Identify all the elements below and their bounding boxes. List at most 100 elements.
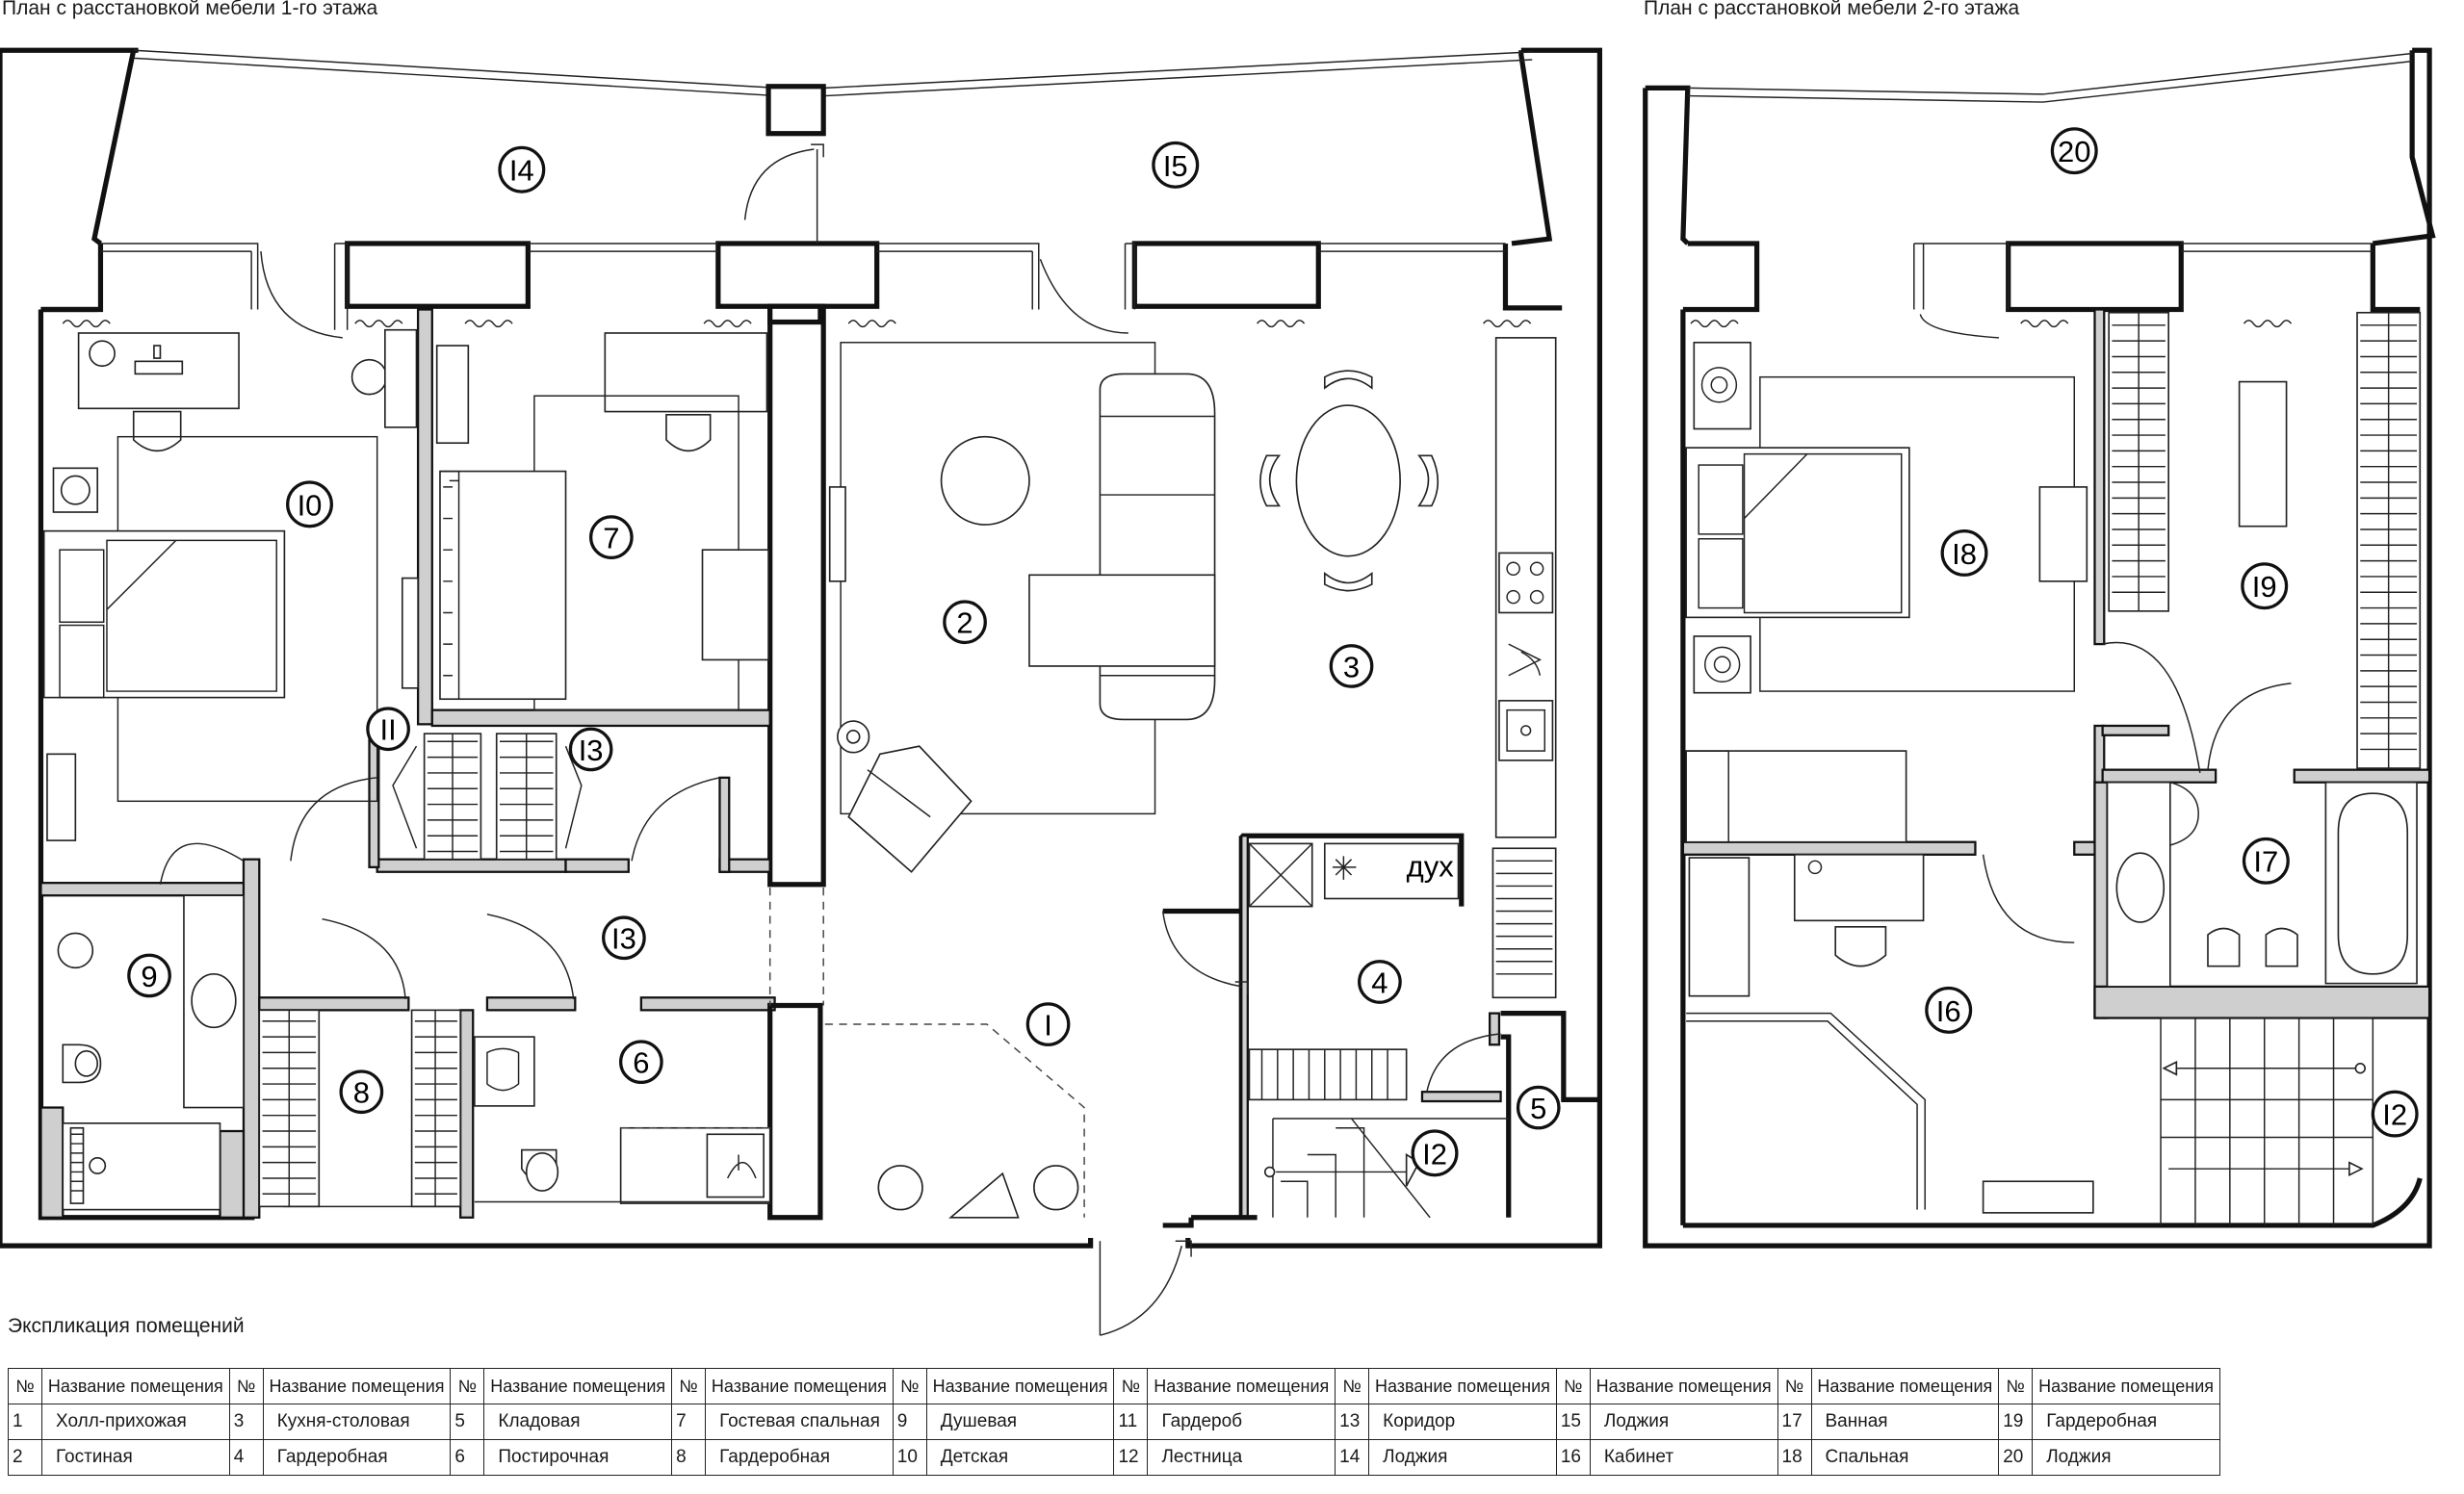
room-marker-13a: I3: [568, 727, 613, 772]
svg-text:7: 7: [603, 522, 619, 555]
svg-text:8: 8: [353, 1076, 370, 1110]
room-marker-7: 7: [589, 515, 634, 559]
room-marker-19: I9: [2241, 562, 2289, 610]
legend-row: 1 Холл-прихожая 3 Кухня-столовая 5 Кладо…: [8, 1404, 2220, 1440]
legend-header-name: Название помещения: [262, 1368, 452, 1404]
svg-text:I8: I8: [1952, 537, 1977, 571]
svg-text:9: 9: [141, 960, 157, 993]
room-name: Ванная: [1810, 1404, 2000, 1440]
room-marker-5: 5: [1516, 1085, 1561, 1130]
room-number: 9: [892, 1404, 927, 1440]
room-number: 5: [450, 1404, 485, 1440]
room-legend-table: № Название помещения № Название помещени…: [8, 1368, 2220, 1476]
room-marker-8: 8: [339, 1069, 384, 1115]
svg-text:2: 2: [956, 606, 973, 640]
legend-header-name: Название помещения: [2032, 1368, 2220, 1404]
legend-header-number: №: [1335, 1368, 1370, 1404]
room-marker-12-floor2: I2: [2371, 1090, 2419, 1138]
svg-text:I4: I4: [509, 154, 534, 188]
room-marker-12-floor1: I2: [1411, 1129, 1459, 1177]
room-name: Гостевая спальная: [705, 1404, 894, 1440]
legend-header-number: №: [8, 1368, 42, 1404]
legend-header-number: №: [1777, 1368, 1812, 1404]
room-name: Душевая: [925, 1404, 1115, 1440]
floor2-plan: [1643, 47, 2436, 1249]
room-marker-9: 9: [127, 953, 171, 998]
room-marker-15: I5: [1152, 141, 1200, 189]
legend-header-name: Название помещения: [1147, 1368, 1336, 1404]
svg-text:5: 5: [1530, 1092, 1546, 1125]
room-marker-2: 2: [943, 600, 987, 645]
room-name: Гардеробная: [705, 1439, 894, 1476]
room-number: 11: [1113, 1404, 1149, 1440]
room-number: 3: [228, 1404, 264, 1440]
room-name: Лоджия: [2032, 1439, 2220, 1476]
room-name: Гардеробная: [2032, 1404, 2220, 1440]
legend-row: 2 Гостиная 4 Гардеробная 6 Постирочная 8…: [8, 1439, 2220, 1476]
room-name: Гардеробная: [262, 1439, 452, 1476]
legend-header-name: Название помещения: [1810, 1368, 2000, 1404]
svg-text:I: I: [1044, 1008, 1052, 1042]
room-marker-17: I7: [2242, 837, 2290, 885]
room-name: Детская: [925, 1439, 1115, 1476]
explication-title: Экспликация помещений: [8, 1315, 245, 1337]
svg-text:3: 3: [1343, 650, 1360, 683]
room-marker-3: 3: [1329, 644, 1374, 688]
legend-header-number: №: [892, 1368, 927, 1404]
room-name: Лестница: [1147, 1439, 1336, 1476]
svg-text:I2: I2: [2382, 1097, 2407, 1131]
floor2-title: План с расстановкой мебели 2-го этажа: [1644, 0, 2020, 19]
svg-text:I3: I3: [611, 922, 636, 956]
room-marker-1: I: [1025, 1002, 1071, 1046]
room-marker-20: 20: [2050, 127, 2098, 175]
room-marker-6: 6: [619, 1040, 663, 1085]
svg-text:I0: I0: [298, 488, 323, 522]
svg-text:I5: I5: [1163, 149, 1188, 183]
room-number: 1: [8, 1404, 42, 1440]
room-number: 13: [1335, 1404, 1370, 1440]
room-name: Холл-прихожая: [41, 1404, 230, 1440]
room-number: 16: [1555, 1439, 1591, 1476]
legend-header-name: Название помещения: [705, 1368, 894, 1404]
svg-text:4: 4: [1371, 966, 1388, 999]
room-number: 2: [8, 1439, 42, 1476]
legend-header-number: №: [450, 1368, 485, 1404]
room-name: Лоджия: [1589, 1404, 1778, 1440]
room-name: Лоджия: [1368, 1439, 1557, 1476]
room-number: 4: [228, 1439, 264, 1476]
legend-header-number: №: [1555, 1368, 1591, 1404]
svg-text:20: 20: [2058, 135, 2090, 168]
room-number: 19: [1998, 1404, 2034, 1440]
room-number: 10: [892, 1439, 927, 1476]
svg-text:I9: I9: [2252, 570, 2277, 604]
room-name: Кладовая: [483, 1404, 673, 1440]
room-marker-16: I6: [1925, 986, 1973, 1034]
room-name: Гостиная: [41, 1439, 230, 1476]
room-number: 17: [1777, 1404, 1812, 1440]
legend-header-name: Название помещения: [1368, 1368, 1557, 1404]
room-marker-18: I8: [1940, 528, 1988, 577]
room-markers: I 2 3 4 5 6 7 8 9 I0 II I2 I2 I3 I3 I4 I…: [127, 127, 2419, 1177]
svg-text:I7: I7: [2253, 845, 2278, 879]
legend-header-name: Название помещения: [1589, 1368, 1778, 1404]
svg-text:I2: I2: [1422, 1137, 1447, 1171]
legend-header-number: №: [1998, 1368, 2034, 1404]
room-number: 6: [450, 1439, 485, 1476]
legend-header-row: № Название помещения № Название помещени…: [8, 1368, 2220, 1404]
room-marker-14: I4: [498, 145, 546, 193]
room-marker-10: I0: [286, 480, 333, 528]
floor1-title: План с расстановкой мебели 1-го этажа: [2, 0, 378, 19]
room-number: 12: [1113, 1439, 1149, 1476]
room-number: 20: [1998, 1439, 2034, 1476]
svg-text:II: II: [379, 713, 396, 747]
room-name: Постирочная: [483, 1439, 673, 1476]
room-number: 15: [1555, 1404, 1591, 1440]
floor1-plan: дух: [0, 47, 1603, 1336]
legend-header-number: №: [671, 1368, 707, 1404]
legend-header-number: №: [228, 1368, 264, 1404]
legend-header-name: Название помещения: [483, 1368, 673, 1404]
room-number: 8: [671, 1439, 707, 1476]
room-name: Кабинет: [1589, 1439, 1778, 1476]
svg-text:I3: I3: [579, 734, 604, 767]
